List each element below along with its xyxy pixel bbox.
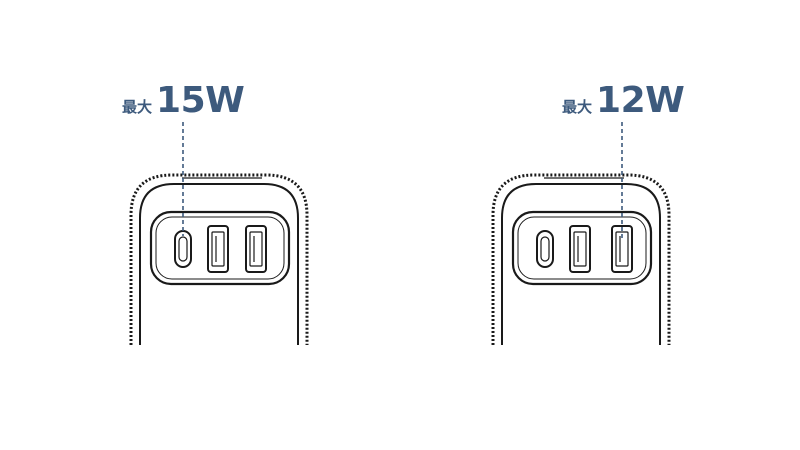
charger-body-inner-right — [501, 183, 661, 345]
charger-body-outer-right — [491, 173, 671, 345]
wattage-left: 15W — [156, 80, 245, 121]
charger-right — [491, 173, 671, 345]
usb-a-port-icon-right-2 — [611, 225, 633, 273]
usb-c-port-icon-left — [174, 230, 192, 268]
max-prefix-left: 最大 — [122, 98, 153, 116]
usb-a-port-icon-left-1 — [207, 225, 229, 273]
usb-c-port-icon-right — [536, 230, 554, 268]
power-label-right: 最大 12W — [562, 80, 685, 121]
max-prefix-right: 最大 — [562, 98, 593, 116]
port-panel-left — [149, 210, 291, 286]
charger-left — [129, 173, 309, 345]
usb-a-port-icon-left-2 — [245, 225, 267, 273]
charger-body-inner-left — [139, 183, 299, 345]
usb-a-port-icon-right-1 — [569, 225, 591, 273]
charger-body-outer-left — [129, 173, 309, 345]
power-label-left: 最大 15W — [122, 80, 245, 121]
wattage-right: 12W — [596, 80, 685, 121]
port-panel-right — [511, 210, 653, 286]
